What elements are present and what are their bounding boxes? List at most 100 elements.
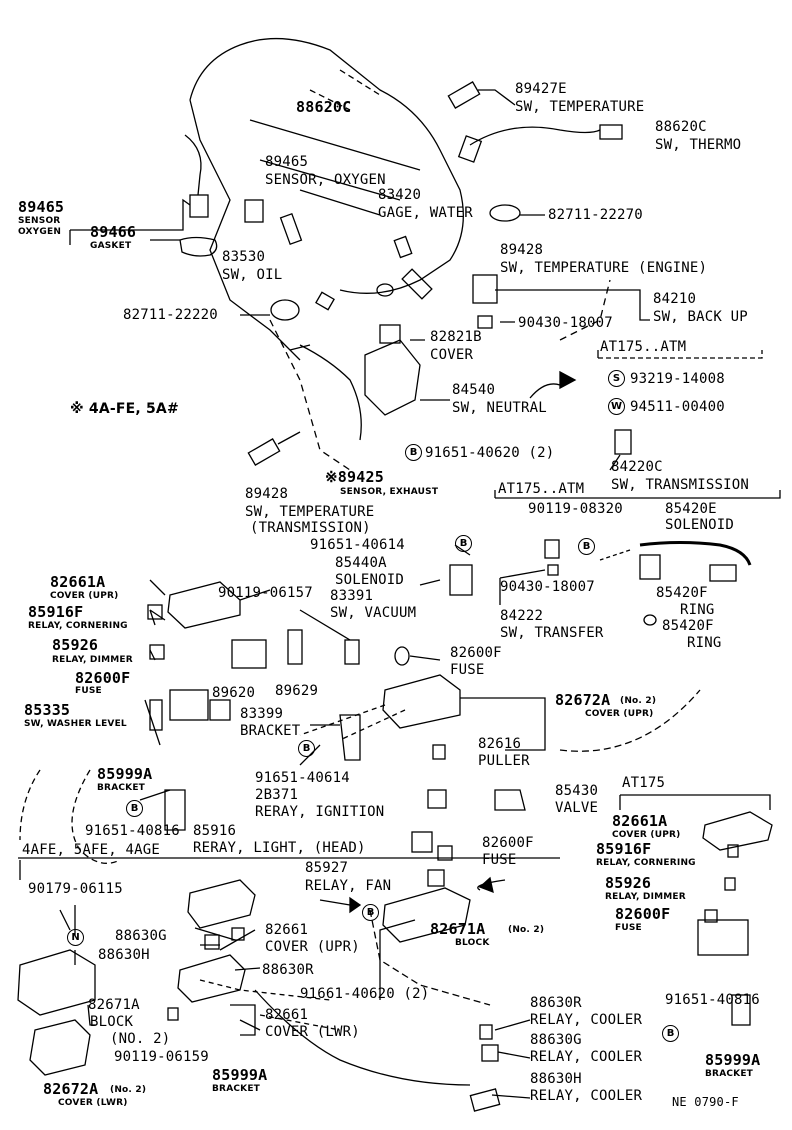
label-ring-2: RING bbox=[687, 635, 722, 651]
label-82672A-b: 82672A bbox=[43, 1080, 99, 1098]
label-relay-cooler-3: RELAY, COOLER bbox=[530, 1088, 643, 1104]
label-reray-ignition: RERAY, IGNITION bbox=[255, 804, 385, 820]
label-transmission: (TRANSMISSION) bbox=[250, 520, 371, 536]
label-85916F-right: 85916F bbox=[596, 840, 652, 858]
label-89427E: 89427E bbox=[515, 81, 567, 97]
label-sw-oil: SW, OIL bbox=[222, 267, 283, 283]
label-puller: PULLER bbox=[478, 753, 530, 769]
backup-switch bbox=[472, 274, 498, 304]
label-82661A-right: 82661A bbox=[612, 812, 668, 830]
label-gage-water: GAGE, WATER bbox=[378, 205, 473, 221]
cover-lwr-lower bbox=[177, 954, 246, 1003]
marker-b-4: B bbox=[298, 740, 315, 757]
label-93219: 93219-14008 bbox=[630, 371, 725, 387]
label-90430-18007: 90430-18007 bbox=[518, 315, 613, 331]
label-89425: ※89425 bbox=[325, 468, 384, 486]
label-84222: 84222 bbox=[500, 608, 544, 624]
label-85926: 85926 bbox=[52, 636, 99, 654]
label-91651-40614-b: 91651-40614 bbox=[255, 770, 350, 786]
label-89466: 89466 bbox=[90, 223, 137, 241]
label-relay-dimmer-right: RELAY, DIMMER bbox=[605, 892, 686, 902]
label-relay-cornering-right: RELAY, CORNERING bbox=[596, 858, 696, 868]
label-90119-06159: 90119-06159 bbox=[114, 1049, 209, 1065]
label-no2-d: (No. 2) bbox=[110, 1085, 147, 1095]
label-88630H-b: 88630H bbox=[530, 1071, 582, 1087]
label-no2-a: (No. 2) bbox=[620, 696, 657, 706]
label-88630R: 88630R bbox=[262, 962, 314, 978]
label-82600F-b: 82600F bbox=[482, 835, 534, 851]
marker-b-7: B bbox=[662, 1025, 679, 1042]
marker-b-5: B bbox=[126, 800, 143, 817]
label-no2-c: (NO. 2) bbox=[110, 1031, 171, 1047]
label-sw-thermo: SW, THERMO bbox=[655, 137, 742, 153]
gasket-shape bbox=[179, 236, 218, 257]
label-sw-temperature-2: SW, TEMPERATURE bbox=[245, 504, 375, 520]
label-relay-cooler-1: RELAY, COOLER bbox=[530, 1012, 643, 1028]
marker-b-2: B bbox=[455, 535, 472, 552]
diagram-reference-code: NE 0790-F bbox=[672, 1095, 739, 1109]
label-82661-b: 82661 bbox=[265, 1007, 309, 1023]
label-sw-transmission: SW, TRANSMISSION bbox=[611, 477, 750, 493]
label-cover-lwr: COVER (LWR) bbox=[265, 1024, 360, 1040]
block-no2 bbox=[17, 949, 96, 1016]
label-82616: 82616 bbox=[478, 736, 522, 752]
label-bracket-right: BRACKET bbox=[705, 1069, 754, 1079]
label-90119-06157: 90119-06157 bbox=[218, 585, 313, 601]
label-sw-vacuum: SW, VACUUM bbox=[330, 605, 417, 621]
label-88630G-b: 88630G bbox=[530, 1032, 582, 1048]
label-88620C-top: 88620C bbox=[296, 98, 352, 116]
label-89629: 89629 bbox=[275, 683, 319, 699]
label-relay-fan: RELAY, FAN bbox=[305, 878, 392, 894]
cover-upr-right bbox=[702, 811, 773, 851]
label-sw-temperature: SW, TEMPERATURE bbox=[515, 99, 645, 115]
label-82672A: 82672A bbox=[555, 691, 611, 709]
label-89465-left: 89465 bbox=[18, 198, 65, 216]
marker-w: W bbox=[608, 398, 625, 415]
label-91661-40620: 91661-40620 (2) bbox=[300, 986, 430, 1002]
label-91651-40816-right: 91651-40816 bbox=[665, 992, 760, 1008]
cover-upr-shape bbox=[167, 581, 241, 629]
label-85420F-1: 85420F bbox=[656, 585, 708, 601]
label-90430-18007-b: 90430-18007 bbox=[500, 579, 595, 595]
label-sw-transfer: SW, TRANSFER bbox=[500, 625, 604, 641]
label-sw-washer: SW, WASHER LEVEL bbox=[24, 719, 127, 729]
marker-b-6: B bbox=[362, 904, 379, 921]
label-85440A: 85440A bbox=[335, 555, 387, 571]
label-block-s: BLOCK bbox=[455, 938, 490, 948]
label-82661A: 82661A bbox=[50, 573, 106, 591]
engine-outline bbox=[189, 37, 464, 294]
label-cover-upr-3: COVER (UPR) bbox=[265, 939, 360, 955]
label-cover: COVER bbox=[430, 347, 474, 363]
label-block: BLOCK bbox=[90, 1014, 134, 1030]
label-85999A: 85999A bbox=[97, 765, 153, 783]
label-94511: 94511-00400 bbox=[630, 399, 725, 415]
label-89428: 89428 bbox=[500, 242, 544, 258]
label-84220C: 84220C bbox=[611, 459, 663, 475]
label-85916: 85916 bbox=[193, 823, 237, 839]
label-85926-right: 85926 bbox=[605, 874, 652, 892]
label-88620C-right: 88620C bbox=[655, 119, 707, 135]
label-85999A-right: 85999A bbox=[705, 1051, 761, 1069]
label-reray-light: RERAY, LIGHT, (HEAD) bbox=[193, 840, 366, 856]
oxygen-sensor bbox=[189, 194, 209, 218]
label-88630H: 88630H bbox=[98, 947, 150, 963]
label-83399: 83399 bbox=[240, 706, 284, 722]
label-sw-neutral: SW, NEUTRAL bbox=[452, 400, 547, 416]
label-88630R-b: 88630R bbox=[530, 995, 582, 1011]
label-89465: 89465 bbox=[265, 154, 309, 170]
marker-n: N bbox=[67, 929, 84, 946]
label-82821B: 82821B bbox=[430, 329, 482, 345]
label-83420: 83420 bbox=[378, 187, 422, 203]
neutral-switch bbox=[364, 339, 421, 416]
label-fuse-m: FUSE bbox=[450, 662, 485, 678]
label-bracket-s: BRACKET bbox=[97, 783, 146, 793]
label-at175: AT175 bbox=[622, 775, 666, 791]
label-85927: 85927 bbox=[305, 860, 349, 876]
label-at175-atm-2: AT175..ATM bbox=[498, 481, 585, 497]
hose-clamp bbox=[489, 204, 521, 222]
label-relay-cooler-2: RELAY, COOLER bbox=[530, 1049, 643, 1065]
label-fuse-b: FUSE bbox=[482, 852, 517, 868]
label-cover-lwr-small: COVER (LWR) bbox=[58, 1098, 128, 1108]
label-83530: 83530 bbox=[222, 249, 266, 265]
label-91651-40816: 91651-40816 bbox=[85, 823, 180, 839]
